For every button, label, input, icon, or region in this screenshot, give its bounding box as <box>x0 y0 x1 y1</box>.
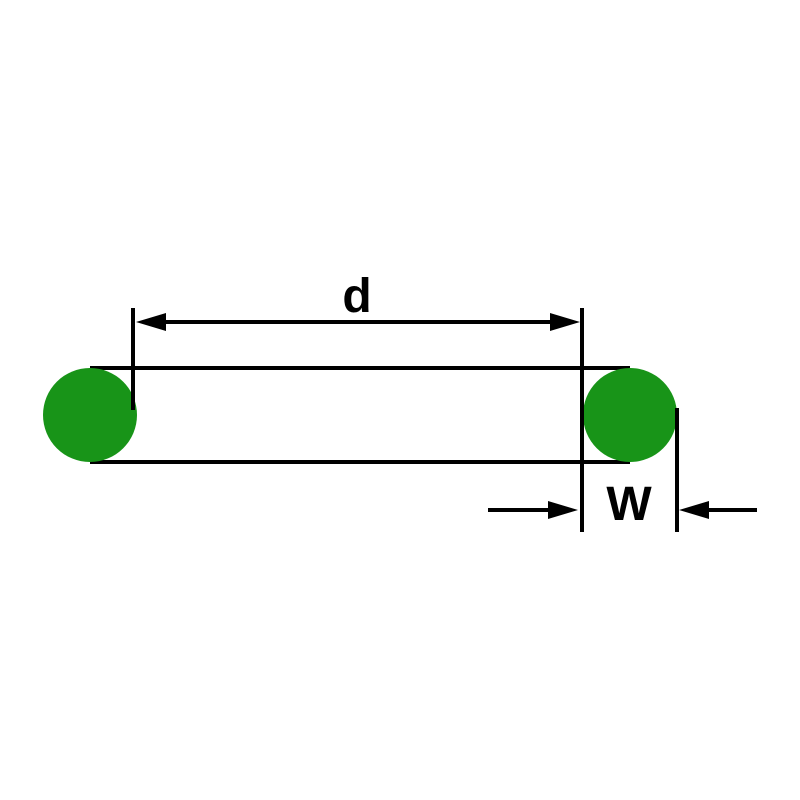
d-arrowhead-right-icon <box>550 313 580 331</box>
w-dimension-label: W <box>606 478 652 531</box>
d-arrowhead-left-icon <box>136 313 166 331</box>
oring-right-cross-section <box>583 368 677 462</box>
w-arrowhead-left-icon <box>548 501 578 519</box>
w-arrowhead-right-icon <box>679 501 709 519</box>
d-dimension-label: d <box>342 270 371 323</box>
oring-left-cross-section <box>43 368 137 462</box>
